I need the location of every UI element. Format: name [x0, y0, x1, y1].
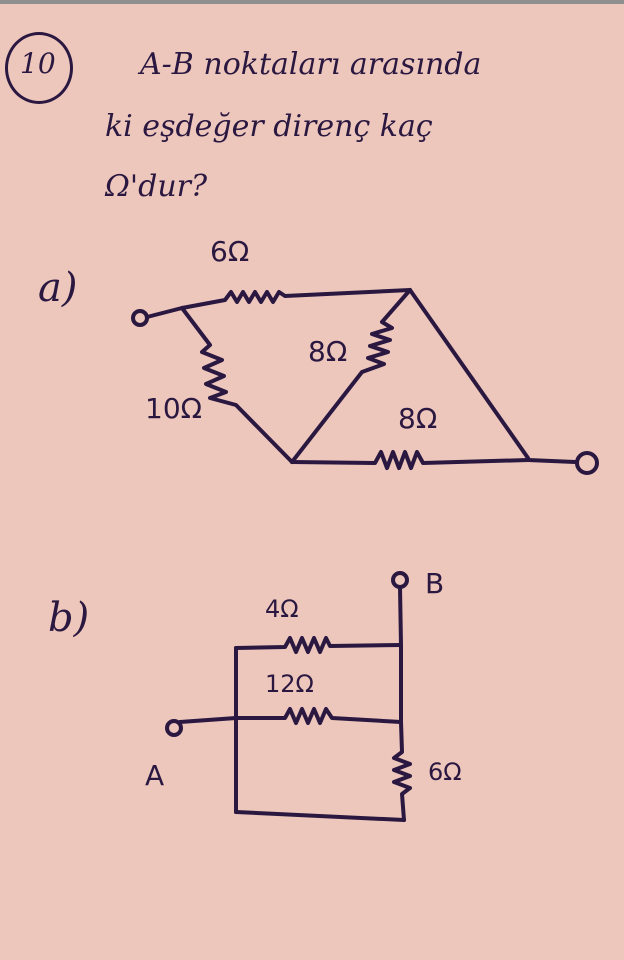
- terminal-b-node: [391, 571, 409, 589]
- circuit-a: [131, 288, 599, 475]
- circuit-b-bottom-wire: [234, 810, 406, 822]
- question-line-2: ki eşdeğer direnç kaç: [105, 109, 433, 144]
- circuit-a-lead-right: [526, 458, 577, 464]
- resistor-4-wire: [234, 636, 403, 654]
- circuit-a-right-wire: [408, 288, 530, 460]
- terminal-a-label: A: [145, 759, 165, 792]
- resistor-6-label: 6Ω: [210, 235, 250, 268]
- resistor-10-label: 10Ω: [145, 392, 203, 425]
- top-bar: [0, 0, 624, 4]
- terminal-b-label: B: [425, 567, 445, 600]
- terminal-a-node: [165, 719, 183, 737]
- question-line-3: Ω'dur?: [105, 169, 208, 204]
- resistor-6-b-label: 6Ω: [428, 758, 462, 786]
- resistor-12-label: 12Ω: [265, 670, 314, 698]
- circuit-a-terminal-right: [575, 451, 599, 475]
- part-b-label: b): [48, 595, 90, 641]
- circuit-b-b-lead: [398, 585, 403, 647]
- question-number-circle: [5, 32, 73, 104]
- resistor-8-bottom-wire: [290, 450, 530, 470]
- circuit-a-lead-left: [145, 306, 184, 319]
- resistor-8-diagonal-label: 8Ω: [308, 335, 348, 368]
- resistor-4-label: 4Ω: [265, 595, 299, 623]
- resistor-8-diagonal-wire: [290, 288, 412, 464]
- circuit-b-a-lead: [178, 716, 238, 724]
- resistor-6-wire: [180, 288, 412, 310]
- resistor-6-b-wire: [392, 720, 412, 822]
- circuit-b: [165, 571, 412, 822]
- resistor-10-wire: [180, 306, 294, 464]
- resistor-8-bottom-label: 8Ω: [398, 402, 438, 435]
- part-a-label: a): [38, 265, 78, 311]
- resistor-12-wire: [234, 707, 403, 725]
- question-line-1: A-B noktaları arasında: [140, 47, 482, 82]
- question-number: 10: [20, 47, 56, 80]
- circuit-a-terminal-left: [131, 309, 149, 327]
